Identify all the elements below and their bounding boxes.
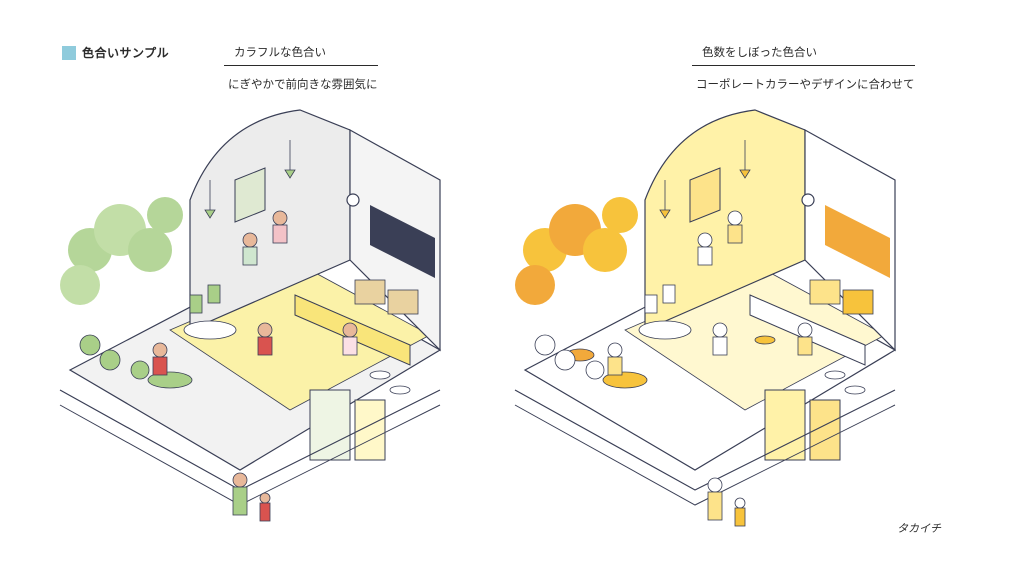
limited-color-cafe-illustration (505, 100, 905, 570)
right-subtitle: コーポレートカラーやデザインに合わせて (696, 77, 915, 91)
pendant-lamps (204, 140, 296, 219)
right-title: 色数をしぼった色合い (692, 44, 915, 66)
tree-cluster-left (60, 197, 183, 305)
colorful-cafe-illustration (50, 100, 450, 570)
left-caption: カラフルな色合い にぎやかで前向きな雰囲気に (224, 44, 378, 92)
doors (309, 389, 386, 461)
drawers (354, 279, 419, 315)
legend-swatch (62, 45, 76, 60)
tree-cluster-right (515, 197, 638, 305)
tables-right (565, 320, 866, 395)
artist-signature: タカイチ (897, 522, 941, 535)
chairs (79, 284, 221, 380)
legend-label: 色合いサンプル (82, 46, 170, 60)
tables (147, 320, 411, 395)
right-caption: 色数をしぼった色合い コーポレートカラーやデザインに合わせて (692, 44, 915, 92)
left-subtitle: にぎやかで前向きな雰囲気に (228, 77, 378, 91)
family-figures (232, 472, 271, 522)
people-right (607, 210, 813, 376)
limited-color-cafe-svg (514, 109, 897, 527)
colorful-cafe-svg (59, 109, 442, 522)
family-figures-right (707, 477, 746, 527)
people (152, 210, 358, 376)
pendant-lamps-right (659, 140, 751, 219)
chairs-right (534, 284, 676, 380)
legend: 色合いサンプル (62, 44, 169, 61)
left-title: カラフルな色合い (224, 44, 378, 66)
drawers-right (809, 279, 874, 315)
